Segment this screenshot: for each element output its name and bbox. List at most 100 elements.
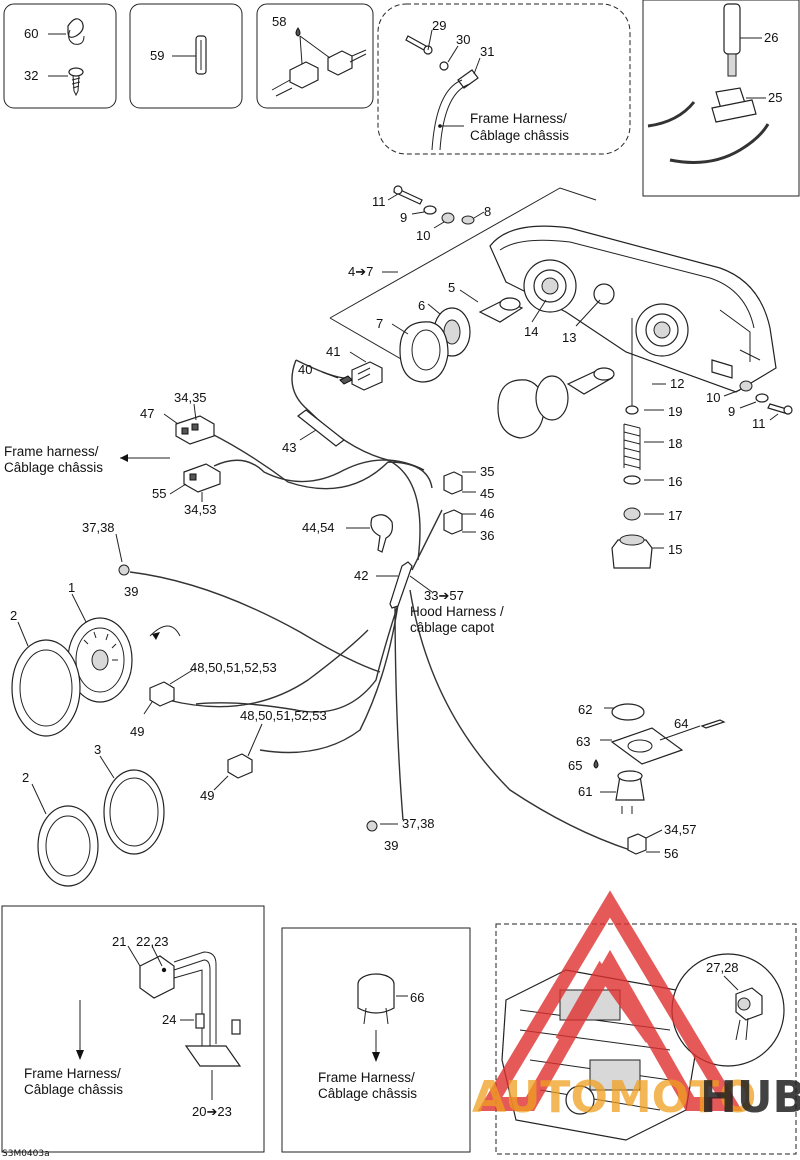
caption-frame-harness-bm-2: Câblage châssis [318,1086,417,1101]
label-46: 46 [480,506,494,521]
washer-part-16 [623,475,641,485]
label-9-top: 9 [400,210,407,225]
connector-part-58 [271,35,367,97]
label-19: 19 [668,404,682,419]
inset-box-frame-ground [377,3,631,155]
label-21: 21 [112,934,126,949]
bracket-part-20 [184,1045,242,1067]
label-31: 31 [480,44,494,59]
label-61: 61 [578,784,592,799]
label-40: 40 [298,362,312,377]
headlight-housing [489,225,777,393]
caption-frame-harness-left-2: Câblage châssis [4,460,103,475]
label-10-right: 10 [706,390,720,405]
screw-part-24 [195,1013,241,1035]
caption-hood-harness-1: Hood Harness / [410,604,504,619]
label-15: 15 [668,542,682,557]
caption-hood-harness-2: câblage capot [410,620,494,635]
label-41: 41 [326,344,340,359]
label-17: 17 [668,508,682,523]
label-56: 56 [664,846,678,861]
inset-box-switch-66 [281,927,471,1153]
label-1: 1 [68,580,75,595]
screw-part-11-top [393,185,423,205]
caption-frame-harness-bl-1: Frame Harness/ [24,1066,121,1081]
inset-box-clamp [3,3,117,109]
label-59: 59 [150,48,164,63]
watermark-logo [477,890,743,1111]
caption-frame-harness-bm-1: Frame Harness/ [318,1070,415,1085]
sleeve-part-42 [389,561,413,609]
label-12: 12 [670,376,684,391]
label-48-53-top: 48,50,51,52,53 [190,660,277,675]
label-2-bottom: 2 [22,770,29,785]
label-60: 60 [24,26,38,41]
inset-box-sensor [642,0,800,197]
grommet-part-8 [461,215,475,225]
sensor-part-27-28 [735,987,763,1041]
connector-part-55 [183,463,221,493]
label-35: 35 [480,464,494,479]
caption-frame-harness-top-1: Frame Harness/ [470,111,567,126]
caption-frame-harness-top-2: Câblage châssis [470,128,569,143]
connector-part-35 [443,471,463,495]
washer-part-30 [439,61,449,71]
washer-part-19 [625,405,639,415]
label-20to23: 20➔23 [192,1104,232,1119]
label-26: 26 [764,30,778,45]
bracket-part-63 [610,727,684,765]
label-29: 29 [432,18,446,33]
screw-part-32 [68,67,84,97]
ring-part-2-top [11,639,81,737]
screw-part-11-right [767,403,793,415]
connector-part-41 [351,361,383,391]
label-39-top: 39 [124,584,138,599]
label-65: 65 [568,758,582,773]
label-13: 13 [562,330,576,345]
nut-part-10-top [441,212,455,224]
label-49-top: 49 [130,724,144,739]
label-3: 3 [94,742,101,757]
clamp-part-60 [67,18,85,45]
label-64: 64 [674,716,688,731]
watermark-text-2: HUB [700,1072,800,1123]
label-9-right: 9 [728,404,735,419]
label-33to57: 33➔57 [424,588,464,603]
ring-part-62 [611,703,645,721]
washer-part-9-right [755,393,769,403]
bulb-part-5 [478,297,524,323]
drawing-number: S3M0403a [2,1149,50,1159]
label-47: 47 [140,406,154,421]
socket-part-49-bottom [227,753,253,779]
sleeve-part-43 [297,409,345,447]
label-39-bottom: 39 [384,838,398,853]
label-8: 8 [484,204,491,219]
label-11-top: 11 [372,194,386,209]
switch-part-21 [139,951,217,1050]
label-27-28: 27,28 [706,960,739,975]
label-36: 36 [480,528,494,543]
screw-part-37-38-top [118,564,130,576]
caption-frame-harness-left-1: Frame harness/ [4,444,99,459]
label-43: 43 [282,440,296,455]
label-58: 58 [272,14,286,29]
label-37-38-bottom: 37,38 [402,816,435,831]
label-24: 24 [162,1012,176,1027]
inset-box-pin [129,3,243,109]
label-37-38-top: 37,38 [82,520,115,535]
inset-box-engine [495,923,797,1155]
label-34-53: 34,53 [184,502,217,517]
label-22-23: 22,23 [136,934,169,949]
main-wiring-harness [129,359,631,851]
label-34-57: 34,57 [664,822,697,837]
label-10-top: 10 [416,228,430,243]
gauge-part-3 [103,769,165,855]
spring-part-18 [623,423,641,470]
inset-box-switch [1,905,265,1153]
label-32: 32 [24,68,38,83]
label-16: 16 [668,474,682,489]
label-7: 7 [376,316,383,331]
fitting-part-25 [711,87,757,123]
ring-part-2-bottom [37,805,99,887]
strap-part-44-54 [370,514,393,553]
